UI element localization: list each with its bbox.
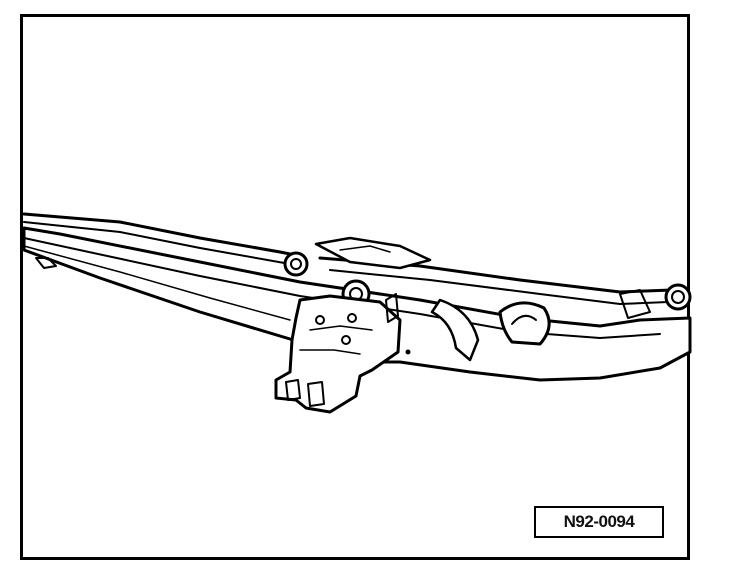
pivot-joint-left [283, 251, 309, 277]
pivot-joint-right [619, 283, 692, 319]
motor-crank-housing [314, 236, 551, 362]
mounting-bracket [274, 293, 411, 414]
reference-code-label: N92-0094 [534, 506, 664, 538]
